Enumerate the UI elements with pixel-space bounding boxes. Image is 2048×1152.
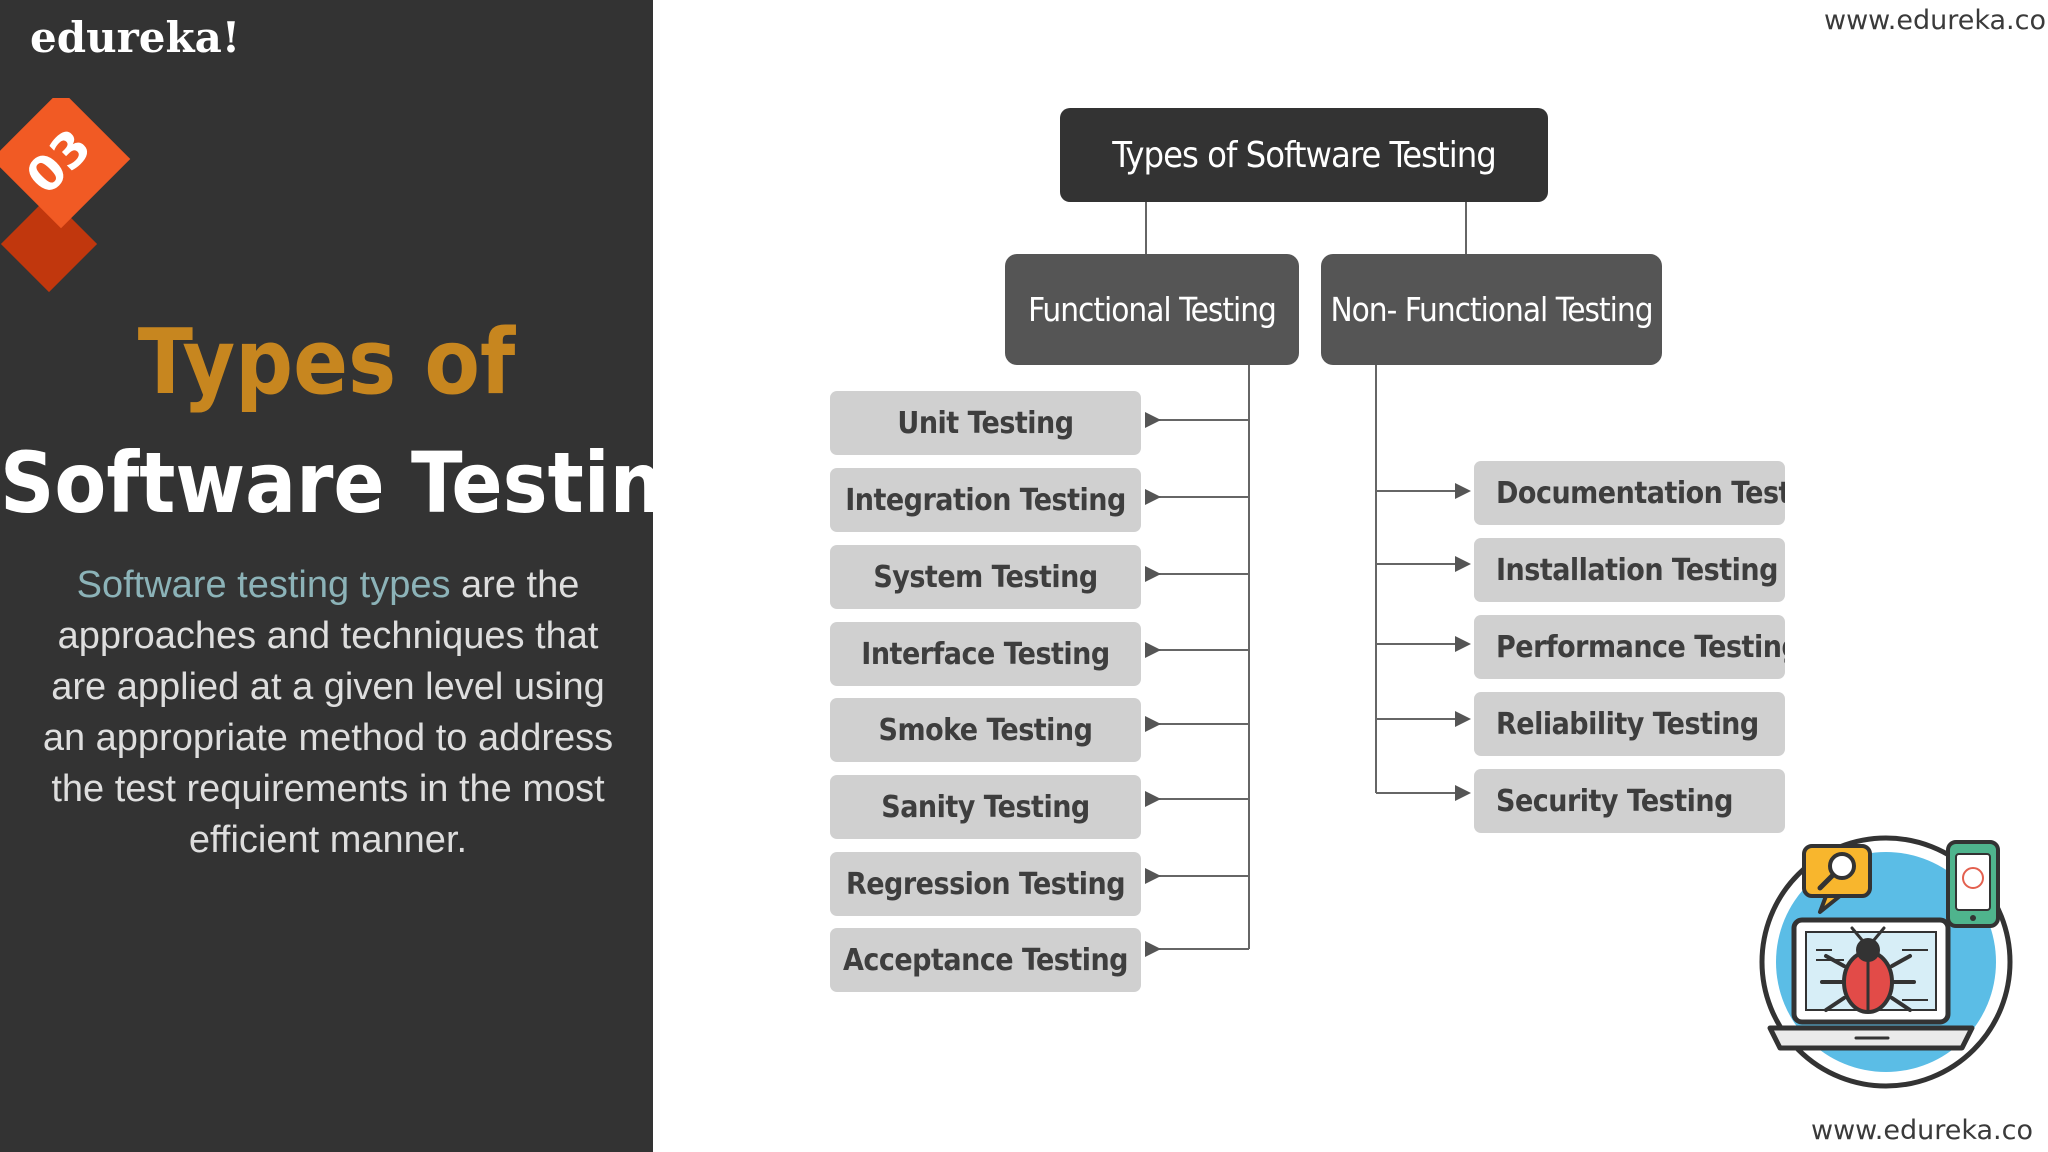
interface-testing-node: Interface Testing	[830, 622, 1141, 686]
edureka-logo: edureka!	[30, 13, 241, 62]
left-panel: edureka! 03 Types of Software Testing So…	[0, 0, 653, 1152]
installation-testing-node: Installation Testing	[1474, 538, 1785, 602]
search-icon	[1802, 844, 1872, 914]
functional-connectors	[1145, 365, 1250, 957]
smoke-testing-node: Smoke Testing	[830, 698, 1141, 762]
section-number: 03	[15, 118, 103, 206]
root-node: Types of Software Testing	[1060, 108, 1548, 202]
laptop-bug-testing-icon	[1759, 835, 2013, 1089]
root-connectors	[1145, 202, 1467, 254]
unit-testing-node: Unit Testing	[830, 391, 1141, 455]
description-highlight: Software testing types	[76, 564, 451, 606]
non-functional-testing-node: Non- Functional Testing	[1321, 254, 1662, 365]
website-url-bottom: www.edureka.co	[1811, 1115, 2033, 1146]
integration-testing-node: Integration Testing	[830, 468, 1141, 532]
bug-icon	[1820, 926, 1916, 1014]
section-badge: 03	[0, 98, 140, 328]
mobile-phone-icon	[1946, 840, 2000, 928]
reliability-testing-node: Reliability Testing	[1474, 692, 1785, 756]
system-testing-node: System Testing	[830, 545, 1141, 609]
title-line-2: Software Testing	[0, 434, 653, 532]
performance-testing-node: Performance Testing	[1474, 615, 1785, 679]
security-testing-node: Security Testing	[1474, 769, 1785, 833]
non-functional-connectors	[1375, 365, 1471, 801]
website-url-top: www.edureka.co	[1824, 5, 2046, 36]
functional-testing-node: Functional Testing	[1005, 254, 1299, 365]
documentation-testing-node: Documentation Testing	[1474, 461, 1785, 525]
acceptance-testing-node: Acceptance Testing	[830, 928, 1141, 992]
regression-testing-node: Regression Testing	[830, 852, 1141, 916]
description: Software testing types are the approache…	[28, 560, 628, 866]
sanity-testing-node: Sanity Testing	[830, 775, 1141, 839]
description-rest: are the approaches and techniques that a…	[42, 564, 614, 861]
title-line-1: Types of	[137, 310, 516, 415]
